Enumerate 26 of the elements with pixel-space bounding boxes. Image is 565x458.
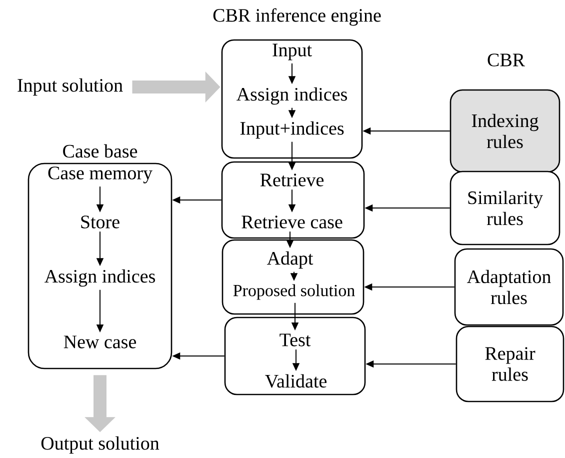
step-text: Input+indices [240,121,344,139]
solution-label: Input solution [18,78,123,96]
step-text: Input [272,44,312,60]
step-text: Case memory [48,166,152,184]
step-text: Test [280,334,311,346]
step-text: New case [64,336,136,348]
step-text: Proposed solution [233,284,355,300]
rules-box: Similarity rules [450,170,560,246]
solution-label: Output solution [41,436,160,454]
step-text: Adapt [266,251,314,269]
step-text: Retrieve case [242,216,342,228]
rules-box: Indexing rules [450,89,560,173]
heading: CBR inference engine [213,8,381,26]
step-text: Validate [265,374,326,388]
rules-box: Adaptation rules [454,248,564,326]
node-label: Case base [63,144,138,158]
process-box [222,239,364,315]
process-box [224,316,366,396]
process-box [221,161,365,239]
process-box [221,39,363,159]
step-text: Store [81,216,120,228]
heading: CBR [488,54,525,66]
rules-box: Repair rules [456,326,564,402]
step-text: Assign indices [236,87,347,105]
step-text: Retrieve [260,174,324,186]
step-text: Assign indices [44,269,155,287]
